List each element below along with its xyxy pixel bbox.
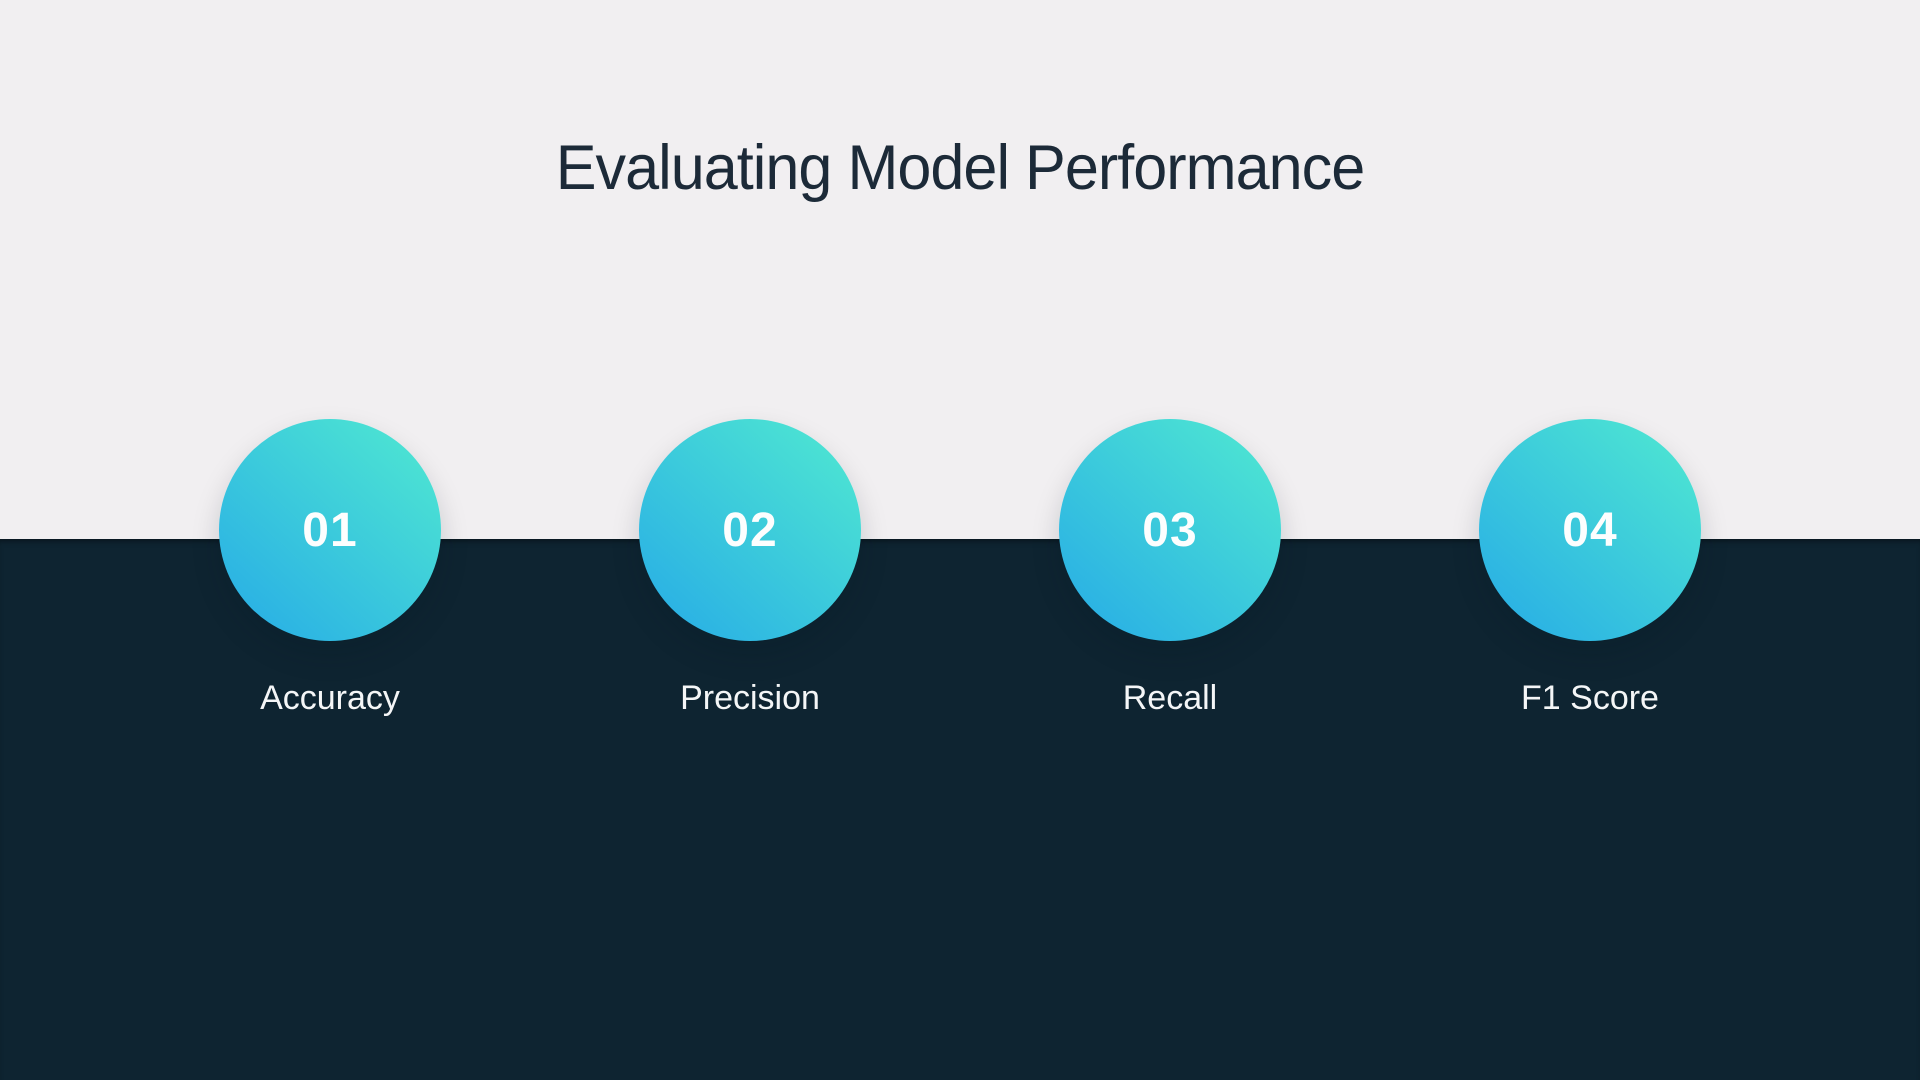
metric-number: 04 <box>1562 503 1618 557</box>
metric-item-recall: 03 Recall <box>960 419 1380 719</box>
slide-title: Evaluating Model Performance <box>555 133 1365 204</box>
metric-label: Recall <box>1122 679 1218 717</box>
metric-item-precision: 02 Precision <box>540 419 960 719</box>
metric-label: F1 Score <box>1521 679 1659 717</box>
metric-number: 03 <box>1142 503 1198 557</box>
metric-circle-03: 03 <box>1059 419 1281 641</box>
metrics-row: 01 Accuracy 02 Precision 03 Recall 04 F1… <box>120 419 1800 719</box>
metric-label: Accuracy <box>260 679 400 717</box>
metric-item-f1-score: 04 F1 Score <box>1380 419 1800 719</box>
metric-label: Precision <box>680 679 820 717</box>
metric-number: 01 <box>302 503 358 557</box>
metric-circle-02: 02 <box>639 419 861 641</box>
metric-item-accuracy: 01 Accuracy <box>120 419 540 719</box>
metric-circle-01: 01 <box>219 419 441 641</box>
metric-circle-04: 04 <box>1479 419 1701 641</box>
metric-number: 02 <box>722 503 778 557</box>
